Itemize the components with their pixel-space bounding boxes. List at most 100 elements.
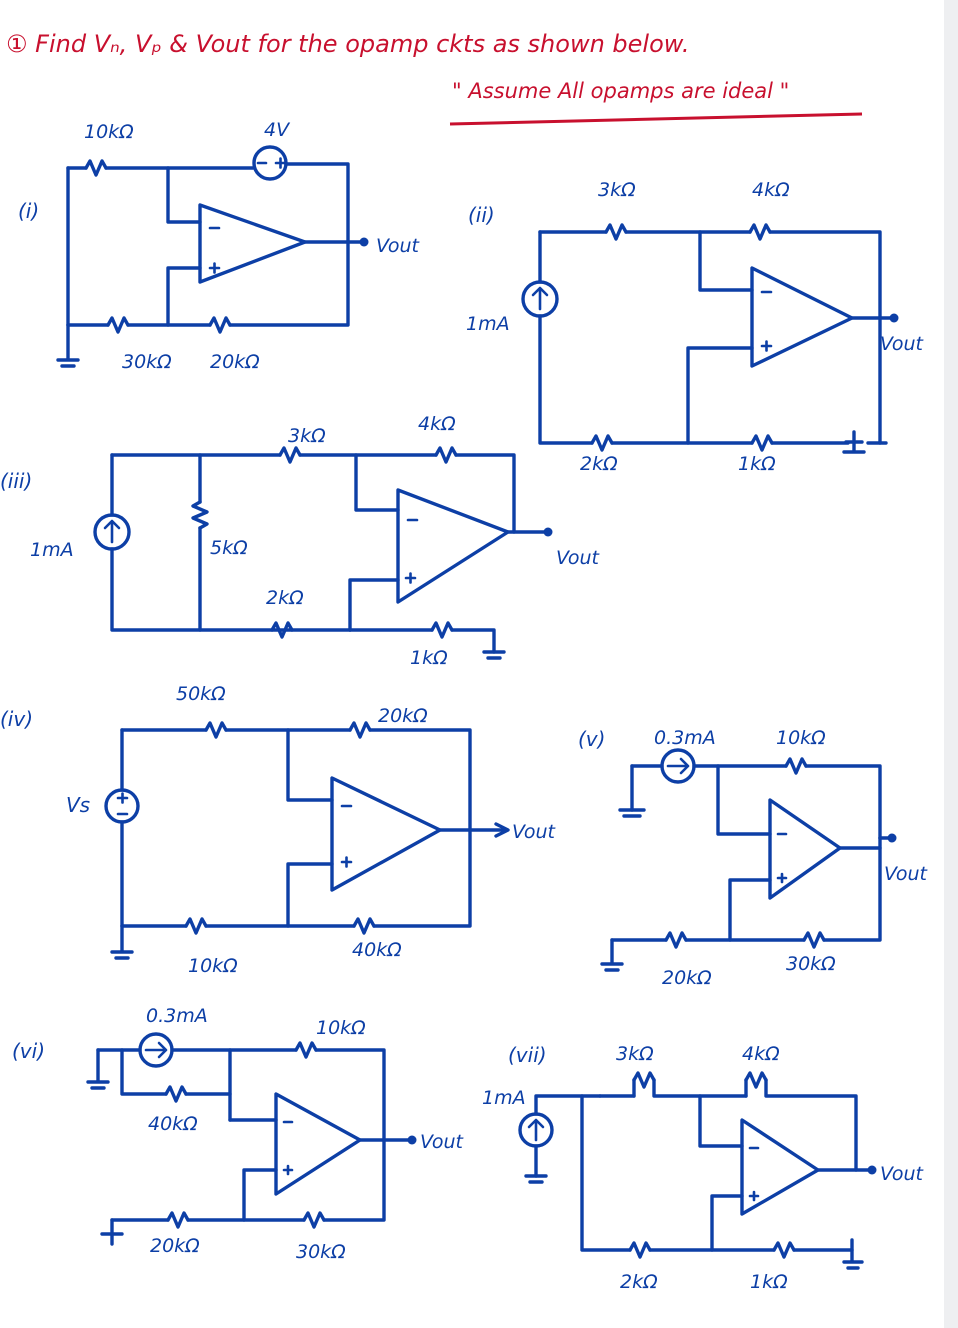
circuit-label: (i) — [18, 199, 39, 223]
ground-icon — [842, 430, 866, 454]
resistor-2k — [628, 1241, 652, 1259]
wire — [822, 846, 882, 942]
noninverting-input-sign — [748, 1190, 760, 1202]
wire — [768, 230, 882, 320]
output-label: Vout — [880, 1163, 925, 1185]
wire — [450, 628, 496, 654]
ground-icon — [618, 808, 646, 818]
source-label: 4V — [264, 119, 291, 141]
current-arrow-up — [531, 286, 549, 311]
resistor-3k — [632, 1071, 656, 1089]
resistor-label: 4kΩ — [752, 179, 790, 201]
resistor-10k — [84, 159, 108, 177]
circuit-label: (iv) — [0, 707, 33, 731]
ground-icon — [842, 1238, 864, 1270]
output-label: Vout — [880, 333, 925, 355]
resistor-2k — [270, 621, 294, 639]
wire — [166, 166, 202, 224]
ground-icon — [110, 924, 134, 960]
wire — [534, 1094, 602, 1116]
problem-title: ① Find Vₙ, Vₚ & Vout for the opamp ckts … — [6, 30, 689, 58]
resistor-30k — [106, 316, 130, 334]
resistor-10k — [294, 1041, 318, 1059]
resistor-label: 40kΩ — [148, 1113, 198, 1135]
output-label: Vout — [512, 821, 557, 843]
resistor-label: 3kΩ — [598, 179, 636, 201]
resistor-label: 40kΩ — [352, 939, 402, 961]
resistor-5k — [191, 500, 209, 530]
ground-icon — [524, 1174, 548, 1184]
resistor-label: 2kΩ — [266, 587, 304, 609]
current-arrow-up — [527, 1118, 545, 1142]
resistor-1k — [772, 1241, 796, 1259]
resistor-1k — [750, 434, 774, 452]
resistor-10k — [184, 917, 208, 935]
opamp-body — [330, 776, 442, 892]
noninverting-input-sign — [760, 340, 773, 352]
wire — [286, 862, 334, 928]
current-arrow-right — [666, 757, 690, 775]
resistor-1k — [430, 621, 454, 639]
resistor-label: 4kΩ — [742, 1043, 780, 1065]
wire — [710, 1194, 744, 1252]
opamp-body — [750, 266, 854, 368]
resistor-4k — [744, 1071, 768, 1089]
resistor-20k — [664, 931, 688, 949]
source-label: 0.3mA — [654, 727, 716, 749]
wire — [286, 728, 334, 802]
resistor-label: 1kΩ — [750, 1271, 788, 1293]
ground-icon — [600, 938, 624, 972]
resistor-label: 30kΩ — [296, 1241, 346, 1263]
wire — [166, 266, 202, 327]
resistor-label: 10kΩ — [776, 727, 826, 749]
wire — [348, 578, 400, 632]
ground-icon — [86, 1048, 110, 1090]
wire — [120, 1048, 168, 1096]
wire — [372, 828, 472, 928]
resistor-label: 3kΩ — [288, 425, 326, 447]
resistor-20k — [166, 1211, 190, 1229]
wire — [716, 764, 772, 836]
source-polarity — [116, 792, 129, 816]
resistor-20k — [348, 721, 372, 739]
resistor-30k — [302, 1211, 326, 1229]
resistor-4k — [434, 446, 458, 464]
output-label: Vout — [556, 547, 601, 569]
output-node — [407, 1135, 417, 1145]
wire — [838, 836, 882, 850]
resistor-4k — [748, 223, 772, 241]
output-node — [887, 833, 897, 843]
opamp-body — [740, 1118, 820, 1216]
circuit-i: (i) 10kΩ 4V 30kΩ 20kΩ Vout — [18, 119, 421, 373]
resistor-label: 10kΩ — [188, 955, 238, 977]
wire — [242, 1168, 278, 1222]
page-edge — [944, 0, 958, 1328]
resistor-label: 30kΩ — [122, 351, 172, 373]
resistor-label: 4kΩ — [418, 413, 456, 435]
noninverting-input-sign — [340, 856, 353, 868]
resistor-label: 20kΩ — [150, 1235, 200, 1257]
note-underline — [449, 112, 863, 126]
noninverting-input-sign — [404, 572, 417, 584]
resistor-label: 20kΩ — [210, 351, 260, 373]
resistor-label: 2kΩ — [620, 1271, 658, 1293]
resistor-30k — [802, 931, 826, 949]
assumption-note: " Assume All opamps are ideal " — [452, 79, 789, 103]
resistor-label: 2kΩ — [580, 453, 618, 475]
wire — [538, 314, 594, 445]
wire — [744, 1078, 858, 1172]
source-label: 1mA — [482, 1087, 526, 1109]
resistor-label: 20kΩ — [378, 705, 428, 727]
wire — [228, 240, 350, 327]
resistor-label: 1kΩ — [410, 647, 448, 669]
output-label: Vout — [884, 863, 929, 885]
opamp-body — [198, 203, 307, 284]
resistor-label: 3kΩ — [616, 1043, 654, 1065]
circuit-vi: (vi) 0.3mA 40kΩ 10kΩ 20kΩ 30kΩ Vout — [12, 1005, 465, 1263]
header: ① Find Vₙ, Vₚ & Vout for the opamp ckts … — [6, 30, 863, 126]
resistor-40k — [164, 1085, 188, 1103]
resistor-20k — [208, 316, 232, 334]
wire — [110, 547, 352, 632]
output-node — [867, 1165, 877, 1175]
